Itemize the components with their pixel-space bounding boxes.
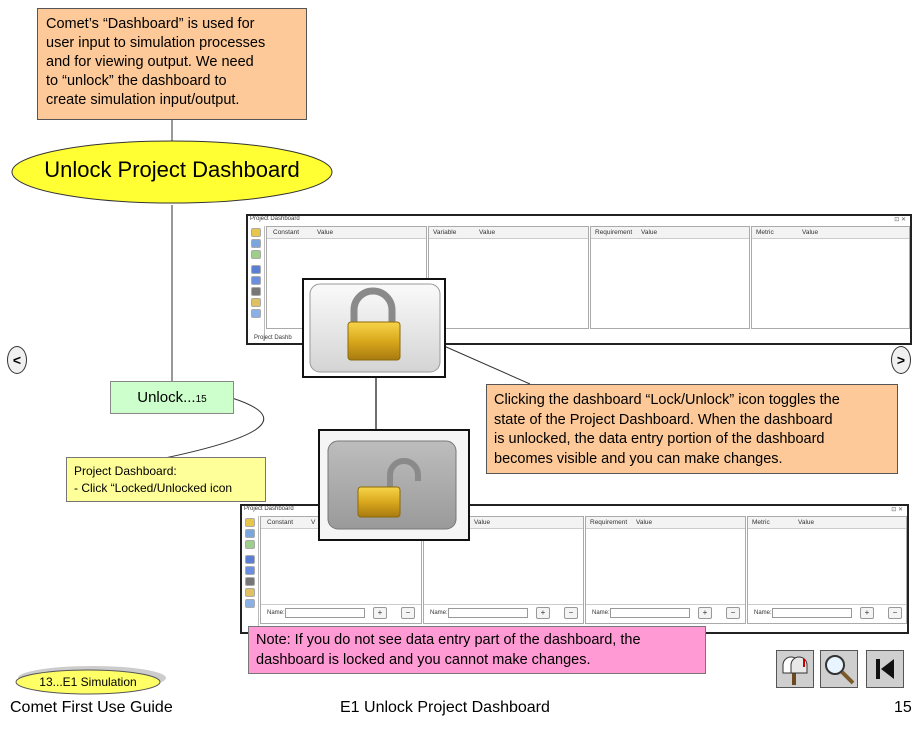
footer-guide-title: Comet First Use Guide <box>10 699 173 716</box>
dashboard-tab[interactable]: Project Dashb <box>254 335 292 341</box>
name-label: Name: <box>267 610 285 616</box>
k-toolbar-icon[interactable] <box>251 265 261 274</box>
locked-icon-zoom <box>302 278 446 378</box>
add-button[interactable]: + <box>536 607 550 619</box>
refresh-toolbar-icon[interactable] <box>245 529 255 538</box>
col-header: Value <box>798 519 815 526</box>
metric-panel: Metric Value Name: + − <box>747 516 907 624</box>
remove-button[interactable]: − <box>401 607 415 619</box>
padlock-unlocked-icon[interactable] <box>320 431 468 539</box>
remove-button[interactable]: − <box>726 607 740 619</box>
col-header: Value <box>636 519 653 526</box>
skip-to-start-icon <box>876 659 894 679</box>
requirement-panel: Requirement Value Name: + − <box>585 516 746 624</box>
back-link-ellipse[interactable] <box>12 667 172 697</box>
col-header: Metric <box>756 229 774 236</box>
next-button[interactable]: > <box>891 346 911 374</box>
s-toolbar-icon[interactable] <box>251 276 261 285</box>
col-header: Constant <box>273 229 300 236</box>
mailbox-icon <box>782 656 808 685</box>
add-button[interactable]: + <box>860 607 874 619</box>
col-header: Requirement <box>595 229 633 236</box>
entry-row: Name: + − <box>748 604 906 623</box>
link-toolbar-icon[interactable] <box>251 309 261 318</box>
add-button[interactable]: + <box>698 607 712 619</box>
locked-warning-note: Note: If you do not see data entry part … <box>248 626 706 674</box>
add-button[interactable]: + <box>373 607 387 619</box>
col-header: Value <box>474 519 491 526</box>
refresh-toolbar-icon[interactable] <box>251 239 261 248</box>
k-toolbar-icon[interactable] <box>245 555 255 564</box>
sub-step-number: 15 <box>195 394 207 405</box>
folder-toolbar-icon[interactable] <box>251 298 261 307</box>
first-page-button[interactable] <box>866 650 904 688</box>
folder-toolbar-icon[interactable] <box>245 588 255 597</box>
footer-section-title: E1 Unlock Project Dashboard <box>340 699 550 716</box>
col-header: Requirement <box>590 519 628 526</box>
metric-panel: Metric Value <box>751 226 910 329</box>
requirement-panel: Requirement Value <box>590 226 750 329</box>
col-header: Value <box>802 229 819 236</box>
toggle-explanation-callout: Clicking the dashboard “Lock/Unlock” ico… <box>486 384 898 474</box>
col-header: Value <box>641 229 658 236</box>
unlocked-icon-zoom <box>318 429 470 541</box>
entry-row: Name: + − <box>261 604 421 623</box>
search-button[interactable] <box>820 650 858 688</box>
name-label: Name: <box>592 610 610 616</box>
main-step-label: Unlock Project Dashboard <box>44 157 300 182</box>
col-header: V <box>311 519 316 526</box>
col-header: Value <box>479 229 496 236</box>
main-step-ellipse[interactable] <box>10 139 336 205</box>
name-input[interactable] <box>448 608 528 618</box>
entry-row: Name: + − <box>586 604 745 623</box>
remove-button[interactable]: − <box>564 607 578 619</box>
chart-toolbar-icon[interactable] <box>251 250 261 259</box>
link-toolbar-icon[interactable] <box>245 599 255 608</box>
chart-toolbar-icon[interactable] <box>245 540 255 549</box>
intro-callout: Comet’s “Dashboard” is used for user inp… <box>37 8 307 120</box>
name-label: Name: <box>754 610 772 616</box>
window-controls: ⊡ ✕ <box>891 507 903 513</box>
name-input[interactable] <box>610 608 690 618</box>
entry-row: Name: + − <box>424 604 583 623</box>
window-controls: ⊡ ✕ <box>894 217 906 223</box>
prev-button[interactable]: < <box>7 346 27 374</box>
col-header: Value <box>317 229 334 236</box>
name-input[interactable] <box>285 608 365 618</box>
name-input[interactable] <box>772 608 852 618</box>
dashboard-toolbar <box>250 226 265 341</box>
padlock-locked-icon[interactable] <box>304 280 444 376</box>
variable-panel: Variable Value <box>428 226 589 329</box>
sub-step-label: Unlock... <box>137 389 196 406</box>
s-toolbar-icon[interactable] <box>245 566 255 575</box>
magnifier-icon <box>825 655 855 685</box>
battery-toolbar-icon[interactable] <box>251 287 261 296</box>
dashboard-title: Project Dashboard <box>250 216 300 222</box>
dashboard-toolbar <box>244 516 259 630</box>
page-number: 15 <box>894 699 912 716</box>
instruction-note: Project Dashboard: - Click “Locked/Unloc… <box>66 457 266 502</box>
name-label: Name: <box>430 610 448 616</box>
mailbox-button[interactable] <box>776 650 814 688</box>
dashboard-title: Project Dashboard <box>244 506 294 512</box>
col-header: Variable <box>433 229 457 236</box>
battery-toolbar-icon[interactable] <box>245 577 255 586</box>
lock-toolbar-icon[interactable] <box>251 228 261 237</box>
col-header: Metric <box>752 519 770 526</box>
lock-toolbar-icon[interactable] <box>245 518 255 527</box>
sub-step-button[interactable]: Unlock...15 <box>110 381 234 414</box>
remove-button[interactable]: − <box>888 607 902 619</box>
col-header: Constant <box>267 519 294 526</box>
back-link-label[interactable]: 13...E1 Simulation <box>39 675 137 689</box>
